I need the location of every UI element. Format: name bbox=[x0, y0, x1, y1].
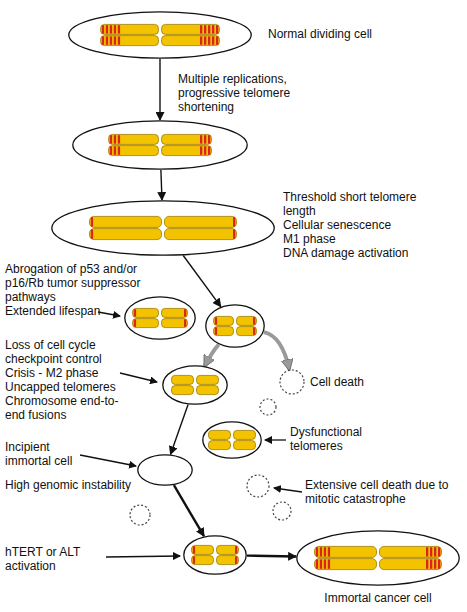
cell-outline bbox=[279, 369, 305, 395]
cell-outline bbox=[296, 530, 460, 586]
cell bbox=[137, 454, 193, 486]
chromosome bbox=[133, 308, 188, 327]
cell-caption: Immortal cancer cell bbox=[318, 591, 438, 605]
annotation: Chromosome end-to-end fusions bbox=[5, 394, 130, 422]
cell: Immortal cancer cell bbox=[296, 530, 460, 586]
progression-arrow bbox=[161, 170, 162, 200]
cell-label: Dysfunctional telomeres bbox=[290, 425, 380, 453]
cell-label: Cell death bbox=[310, 375, 430, 389]
cell-label: M1 phase bbox=[283, 232, 433, 246]
cell-label: Threshold short telomere length bbox=[283, 190, 433, 218]
annotation: Abrogation of p53 and/or p16/Rb tumor su… bbox=[5, 262, 145, 304]
progression-arrow bbox=[171, 405, 189, 455]
cell: Threshold short telomere lengthCellular … bbox=[51, 200, 275, 256]
progression-arrow bbox=[174, 485, 204, 536]
chromosome bbox=[315, 546, 442, 569]
cell bbox=[183, 535, 247, 575]
cell-label: Normal dividing cell bbox=[268, 27, 418, 41]
fate-arrow bbox=[205, 344, 219, 365]
cell-outline bbox=[202, 421, 262, 459]
cell-outline bbox=[183, 535, 247, 575]
cell-outline bbox=[51, 200, 275, 256]
annotation: High genomic instability bbox=[5, 478, 135, 492]
cell-outline bbox=[124, 296, 196, 340]
cell bbox=[124, 296, 196, 340]
fate-arrow bbox=[264, 332, 289, 369]
cell: Normal dividing cell bbox=[68, 11, 252, 59]
chromosome bbox=[101, 24, 220, 45]
annotation: Extensive cell death due to mitotic cata… bbox=[305, 478, 455, 506]
cell-caption: Threshold short telomere lengthCellular … bbox=[283, 190, 433, 260]
annotation: Incipient immortal cell bbox=[5, 440, 90, 468]
dead-cell: Cell death bbox=[279, 369, 305, 395]
cell-caption: Normal dividing cell bbox=[268, 27, 418, 41]
progression-arrow bbox=[159, 59, 160, 120]
cell bbox=[205, 304, 265, 348]
progression-arrow bbox=[183, 256, 221, 307]
chromosome bbox=[109, 134, 212, 155]
cell-outline bbox=[72, 120, 248, 170]
chromosome bbox=[172, 375, 219, 394]
annotation: Crisis - M2 phase bbox=[5, 366, 130, 380]
annotation: Loss of cell cycle checkpoint control bbox=[5, 338, 130, 366]
cell bbox=[162, 365, 228, 405]
cell-label: Immortal cancer cell bbox=[318, 591, 438, 605]
progression-arrow bbox=[247, 554, 296, 557]
chromosome bbox=[90, 216, 237, 239]
cell bbox=[72, 120, 248, 170]
chromosome bbox=[209, 430, 256, 449]
annotation: hTERT or ALT activation bbox=[5, 545, 115, 573]
edge-label: Multiple replications, progressive telom… bbox=[178, 72, 328, 114]
cell-label: DNA damage activation bbox=[283, 246, 433, 260]
cell-label: Cellular senescence bbox=[283, 218, 433, 232]
cell-outline bbox=[162, 365, 228, 405]
leader-arrows bbox=[80, 312, 302, 557]
cell-outline bbox=[68, 11, 252, 59]
annotation: Uncapped telomeres bbox=[5, 380, 130, 394]
cell: Dysfunctional telomeres bbox=[202, 421, 262, 459]
dead-cells bbox=[130, 399, 291, 525]
cell-outline bbox=[137, 454, 193, 486]
cell-caption: Cell death bbox=[310, 375, 430, 389]
chromosome bbox=[192, 545, 239, 564]
cell-caption: Dysfunctional telomeres bbox=[290, 425, 380, 453]
chromosome bbox=[214, 316, 257, 335]
cell-outline bbox=[205, 304, 265, 348]
annotation: Extended lifespan bbox=[5, 304, 145, 318]
